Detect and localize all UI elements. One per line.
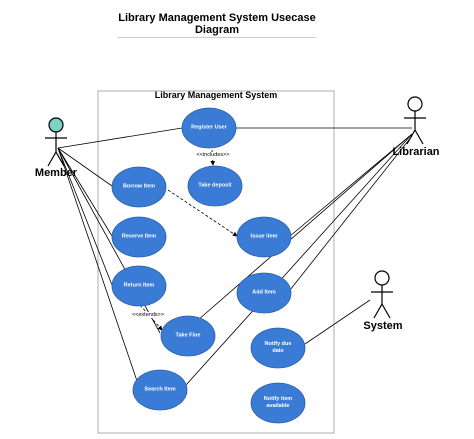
borrow-to-issue-arrow xyxy=(167,189,238,237)
use-case-label-notify-due-date: Notify due date xyxy=(264,341,292,354)
use-case-take-fine[interactable] xyxy=(160,315,216,357)
assoc-member-reserve-item xyxy=(57,147,113,237)
use-case-label-add-item: Add Item xyxy=(252,289,276,296)
diagram-title-line2: Diagram xyxy=(194,24,240,36)
use-case-notify-due-date[interactable] xyxy=(250,327,306,369)
assoc-librarian-search-item xyxy=(185,133,413,386)
assoc-member-return-item xyxy=(57,147,113,286)
diagram-title: Library Management System Usecase Diagra… xyxy=(110,12,324,36)
diagram-title-line1: Library Management System Usecase xyxy=(118,12,316,24)
assoc-member-register-user xyxy=(57,127,183,149)
use-case-add-item[interactable] xyxy=(236,272,292,314)
use-case-label-borrow-item: Borrow Item xyxy=(122,183,156,190)
use-case-search-item[interactable] xyxy=(132,369,188,411)
system-boundary-label: Library Management System xyxy=(154,90,278,100)
use-case-return-item[interactable] xyxy=(111,265,167,307)
librarian-left-leg xyxy=(406,129,416,145)
use-case-label-take-fine: Take Fine xyxy=(175,332,201,339)
title-divider xyxy=(118,37,316,38)
system-left-leg xyxy=(373,303,383,319)
use-cases xyxy=(111,107,306,424)
assoc-librarian-issue-item xyxy=(289,133,413,237)
use-case-label-take-deposit: Take deposit xyxy=(198,182,232,189)
use-case-label-issue-item: Issue item xyxy=(250,233,278,240)
member-right-leg xyxy=(55,151,65,167)
use-case-issue-item[interactable] xyxy=(236,216,292,258)
use-case-borrow-item[interactable] xyxy=(111,166,167,208)
member-actor[interactable] xyxy=(45,117,67,167)
assoc-librarian-add-item xyxy=(289,135,413,291)
use-case-take-deposit[interactable] xyxy=(187,165,243,207)
extends-label: <<extends>> xyxy=(131,312,165,318)
librarian-right-leg xyxy=(414,129,424,145)
librarian-associations xyxy=(185,127,413,386)
assoc-librarian-take-fine xyxy=(197,133,413,321)
use-case-notify-item-available[interactable] xyxy=(250,382,306,424)
librarian-actor-label: Librarian xyxy=(392,146,440,158)
use-case-register-user[interactable] xyxy=(181,107,237,149)
system-head xyxy=(374,270,390,286)
system-actor[interactable] xyxy=(371,270,393,319)
member-actor-label: Member xyxy=(34,167,78,179)
includes-label: <<includes>> xyxy=(196,152,230,158)
assoc-system-notify-due-date xyxy=(304,299,371,345)
use-case-label-notify-item-available: Notify item available xyxy=(263,396,293,409)
librarian-actor[interactable] xyxy=(404,96,426,145)
use-case-label-search-item: Search Item xyxy=(144,386,176,393)
member-head xyxy=(48,117,64,133)
use-case-label-return-item: Return Item xyxy=(123,282,155,289)
use-case-reserve-item[interactable] xyxy=(111,216,167,258)
system-right-leg xyxy=(381,303,391,319)
member-left-leg xyxy=(47,151,57,167)
use-case-label-reserve-item: Reserve Item xyxy=(121,233,157,240)
assoc-member-borrow-item xyxy=(57,147,113,187)
assoc-member-search-item xyxy=(57,147,139,385)
system-actor-label: System xyxy=(363,320,403,332)
system-boundary xyxy=(97,90,335,434)
use-case-label-register-user: Register User xyxy=(191,124,227,131)
librarian-head xyxy=(407,96,423,112)
